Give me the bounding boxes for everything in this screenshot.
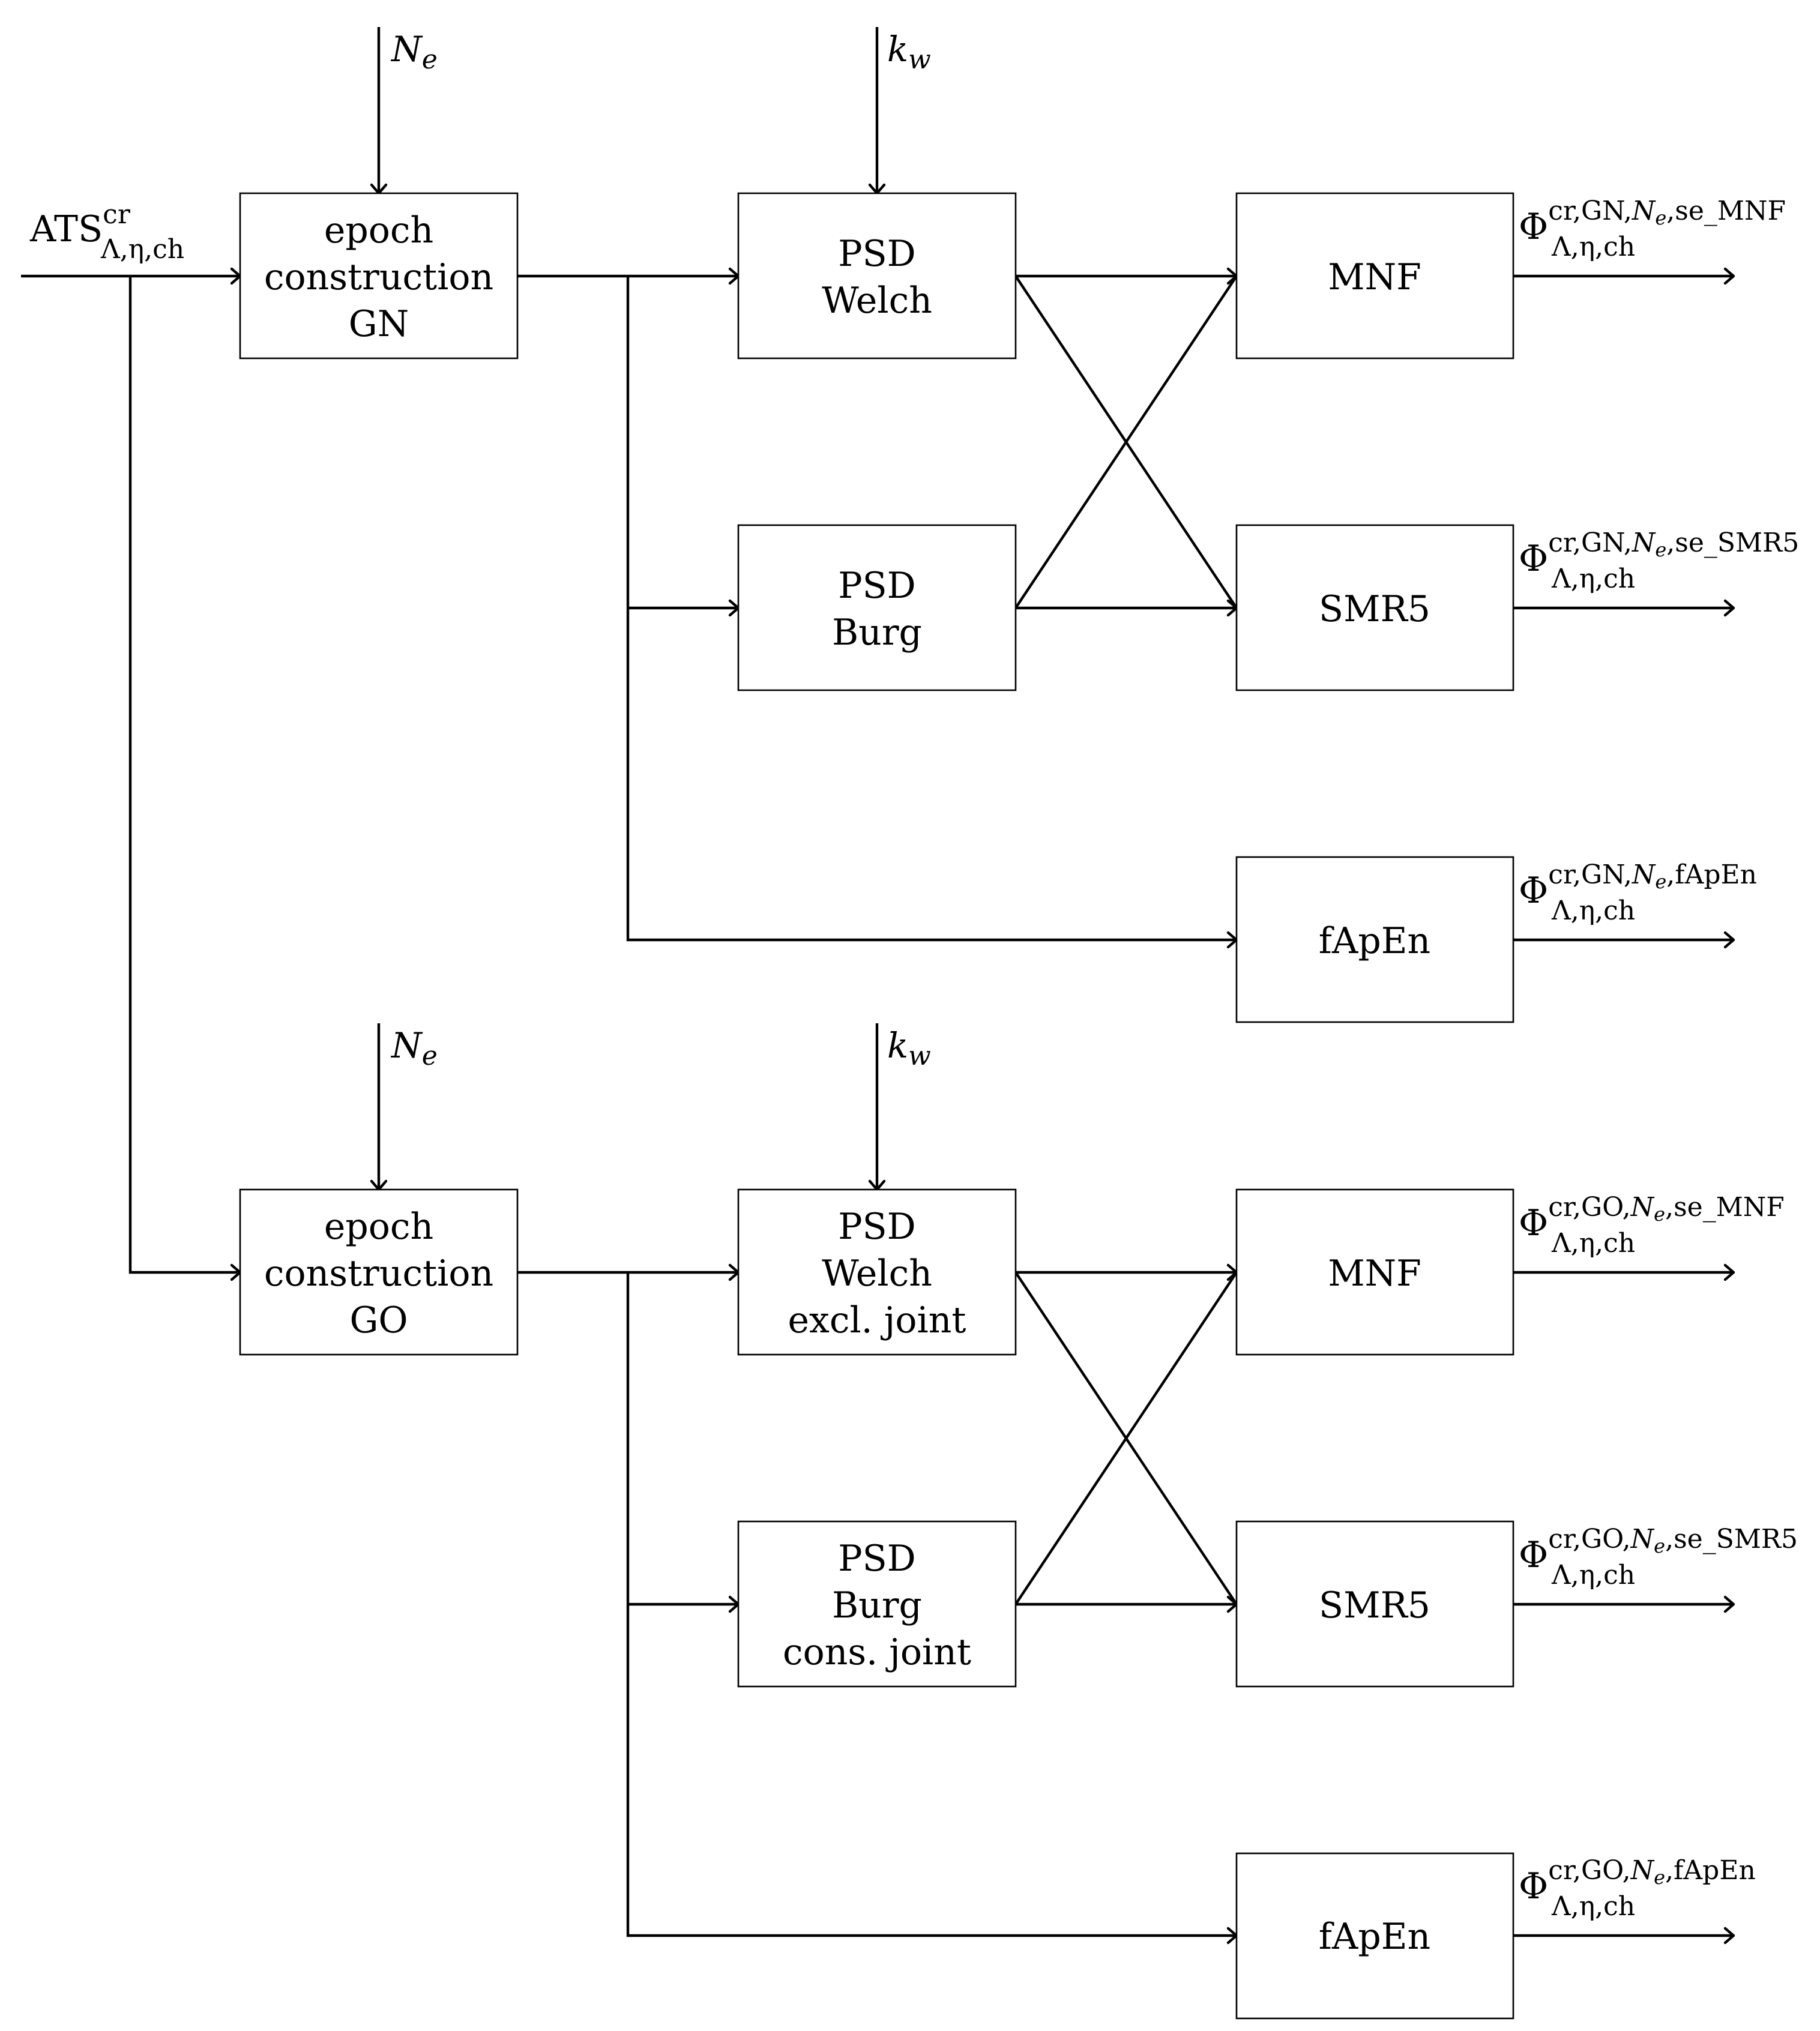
input-trunk xyxy=(128,276,240,1274)
block-label: GO xyxy=(349,1299,408,1341)
block-label: PSD xyxy=(838,1538,916,1580)
block-label: SMR5 xyxy=(1319,588,1430,630)
block-smr5-gn xyxy=(1235,524,1514,691)
block-label: fApEn xyxy=(1319,1916,1430,1958)
block-label: PSD xyxy=(838,1206,916,1248)
param-label-ne-gn: Ne xyxy=(390,29,438,75)
block-label: cons. joint xyxy=(783,1631,971,1673)
block-label: construction xyxy=(264,1253,493,1295)
go-burg-to-mnf xyxy=(1014,1271,1238,1605)
section-gn: epoch construction GN PSD Welch PSD Burg… xyxy=(239,192,1514,1023)
block-label: Welch xyxy=(822,280,932,322)
block-label: epoch xyxy=(324,1206,433,1248)
block-mnf-gn xyxy=(1235,192,1514,360)
block-psd-welch-gn xyxy=(737,192,1017,360)
block-label: MNF xyxy=(1328,256,1421,298)
block-label: Burg xyxy=(832,1584,922,1626)
block-epoch-construction-go xyxy=(239,1188,519,1356)
arrow-right xyxy=(1723,599,1735,617)
block-label: GN xyxy=(349,303,409,345)
block-label: epoch xyxy=(324,209,433,251)
block-psd-welch-excl-joint-go xyxy=(737,1188,1017,1356)
block-label: SMR5 xyxy=(1319,1584,1430,1626)
param-label-kw-go: kw xyxy=(887,1025,931,1071)
arrow-right xyxy=(1723,1595,1735,1613)
gn-bus xyxy=(626,276,1237,942)
param-label-ne-go: Ne xyxy=(390,1025,438,1071)
arrow-right xyxy=(1723,1927,1735,1945)
arrow-right xyxy=(1723,1263,1735,1281)
arrow-right xyxy=(1723,267,1735,285)
block-label: construction xyxy=(264,256,493,298)
block-label: Burg xyxy=(832,612,922,654)
block-mnf-go xyxy=(1235,1188,1514,1356)
go-bus xyxy=(626,1272,1237,1937)
block-fapen-gn xyxy=(1235,856,1514,1023)
gn-burg-to-mnf xyxy=(1014,275,1238,609)
section-go: epoch construction GO PSD Welch excl. jo… xyxy=(239,1188,1514,2020)
block-label: PSD xyxy=(838,233,916,275)
block-label: MNF xyxy=(1328,1253,1421,1295)
block-psd-burg-cons-joint-go xyxy=(737,1520,1017,1688)
connections xyxy=(21,27,1734,1937)
arrow-right xyxy=(1723,931,1735,949)
block-label: excl. joint xyxy=(788,1299,966,1341)
block-fapen-go xyxy=(1235,1852,1514,2020)
block-label: PSD xyxy=(838,565,916,607)
block-smr5-go xyxy=(1235,1520,1514,1688)
block-label: fApEn xyxy=(1319,920,1430,962)
param-label-kw-gn: kw xyxy=(887,29,931,75)
block-psd-burg-gn xyxy=(737,524,1017,691)
block-epoch-construction-gn xyxy=(239,192,519,360)
block-label: Welch xyxy=(822,1253,932,1295)
